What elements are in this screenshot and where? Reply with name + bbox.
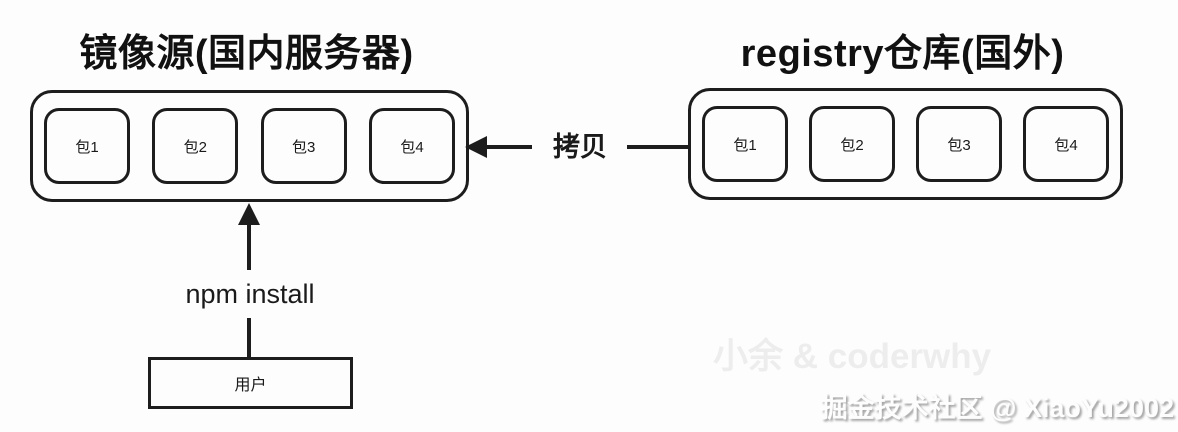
registry-package-3: 包3 xyxy=(916,106,1002,182)
mirror-package-1: 包1 xyxy=(44,108,130,184)
registry-package-1: 包1 xyxy=(702,106,788,182)
user-box: 用户 xyxy=(148,357,353,409)
npm-install-label: npm install xyxy=(185,279,315,309)
watermark-community: 掘金技术社区 @ XiaoYu2002 xyxy=(820,393,1174,423)
watermark-author: 小余 & coderwhy xyxy=(713,337,992,376)
mirror-source-container: 包1 包2 包3 包4 xyxy=(30,90,469,202)
mirror-package-2: 包2 xyxy=(152,108,239,184)
mirror-package-3: 包3 xyxy=(260,108,347,184)
registry-package-2: 包2 xyxy=(809,106,895,182)
install-arrowhead-icon xyxy=(238,203,260,225)
mirror-source-title: 镜像源(国内服务器) xyxy=(79,33,414,75)
copy-arrow-label: 拷贝 xyxy=(553,132,607,162)
registry-package-4: 包4 xyxy=(1023,106,1109,182)
registry-title: registry仓库(国外) xyxy=(740,33,1065,75)
mirror-package-4: 包4 xyxy=(368,108,455,184)
registry-container: 包1 包2 包3 包4 xyxy=(688,88,1123,200)
user-box-label: 用户 xyxy=(234,377,267,394)
